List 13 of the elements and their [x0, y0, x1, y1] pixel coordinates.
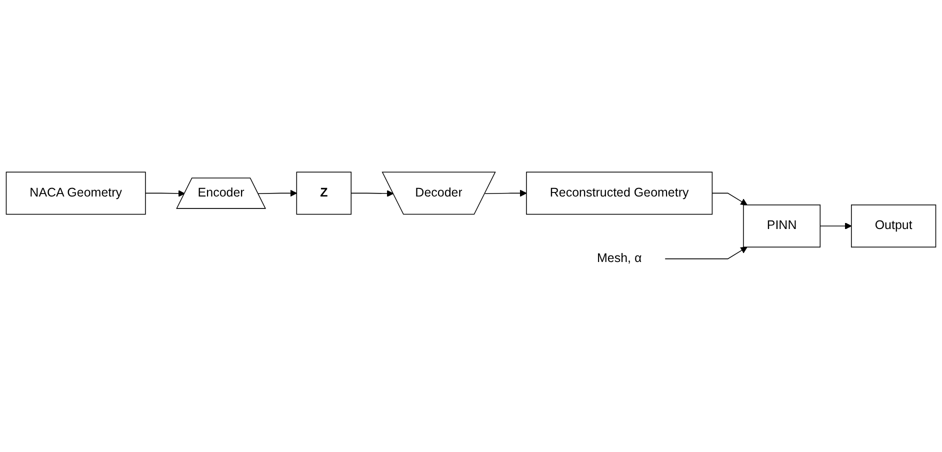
node-box [6, 172, 146, 215]
arrow [712, 192, 748, 206]
node-text: Mesh, α [596, 252, 642, 266]
arrow [820, 222, 852, 230]
arrow [145, 190, 186, 197]
node-box [743, 204, 821, 248]
arrow [664, 246, 748, 260]
arrow [484, 190, 527, 197]
node-box [296, 172, 352, 215]
arrow [350, 190, 394, 197]
node-box [526, 172, 713, 215]
node-box [851, 204, 936, 248]
arrow [258, 190, 297, 197]
